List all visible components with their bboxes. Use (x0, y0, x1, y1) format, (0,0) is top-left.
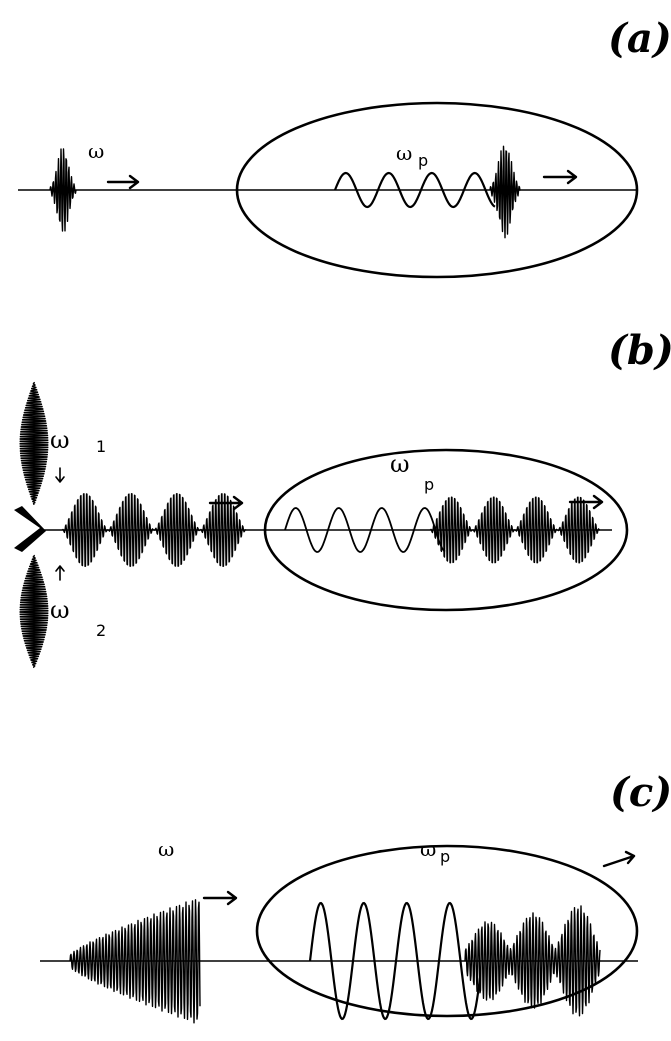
panel-b-plasma-wave (284, 507, 446, 553)
plasma-wave-trace (308, 901, 482, 1021)
panel-b-arrow-down (55, 467, 65, 483)
panel-c-plasma-ellipse (255, 844, 639, 1018)
panel-b-omega2-subscript: 2 (96, 621, 106, 640)
pulse-trace (49, 148, 77, 232)
beat-wave-trace (61, 492, 247, 568)
pulse-trace (464, 905, 601, 1017)
pulse-trace (69, 899, 201, 1024)
panel-b-beat-wave (61, 492, 247, 568)
panel-a-omega-p-label: ω (396, 141, 412, 165)
panel-b-arrow-up (55, 565, 65, 581)
panel-a-laser-pulse (49, 148, 77, 232)
panel-a-laser-pulse-inside (489, 145, 521, 239)
plasma-wave-trace (284, 507, 446, 553)
panel-b-omega1-label: ω (50, 426, 70, 454)
panel-a-label: (a) (608, 15, 671, 62)
panel-b-omega-p-subscript: p (424, 475, 434, 494)
plasma-wave-trace (333, 171, 496, 209)
panel-c-omega-p-label: ω (420, 837, 436, 861)
panel-a-arrow-left (106, 174, 140, 190)
pulse-trace (489, 145, 521, 239)
panel-a-plasma-wave (333, 171, 496, 209)
panel-a-arrow-right (542, 169, 578, 185)
panel-c-arrow-right (602, 850, 636, 868)
panel-b-pulse-omega1 (19, 381, 49, 506)
panel-c: (c) ω ω p (40, 769, 671, 1024)
panel-c-arrow-left (202, 890, 238, 906)
pulse-trace (19, 381, 49, 506)
panel-b-arrow-right (568, 494, 604, 510)
panel-b-omega1-subscript: 1 (96, 437, 106, 456)
panel-b-plasma-ellipse (263, 448, 629, 612)
panel-b: (b) ω 1 ω 2 ω p (14, 327, 671, 669)
panel-b-omega-p-label: ω (390, 450, 410, 478)
panel-c-laser-pulse (69, 899, 201, 1024)
panel-b-pulse-omega2 (19, 554, 49, 669)
beat-wave-trace (429, 496, 601, 564)
pulse-trace (19, 554, 49, 669)
panel-c-omega-p-subscript: p (440, 847, 450, 866)
panel-c-label: (c) (610, 769, 671, 816)
panel-a-plasma-ellipse (235, 101, 639, 279)
panel-a: (a) ω ω p (18, 15, 671, 279)
panel-b-beam-crossing (14, 506, 46, 552)
panel-b-omega2-label: ω (50, 596, 70, 624)
panel-b-label: (b) (608, 327, 671, 374)
panel-c-omega-label: ω (158, 837, 174, 861)
panel-c-modulated-pulse (464, 905, 601, 1017)
panel-b-beat-wave-inside (429, 496, 601, 564)
panel-c-plasma-wave (308, 901, 482, 1021)
panel-a-omega-label: ω (88, 139, 104, 163)
panel-a-omega-p-subscript: p (418, 151, 428, 170)
panel-b-arrow-middle (208, 495, 244, 511)
